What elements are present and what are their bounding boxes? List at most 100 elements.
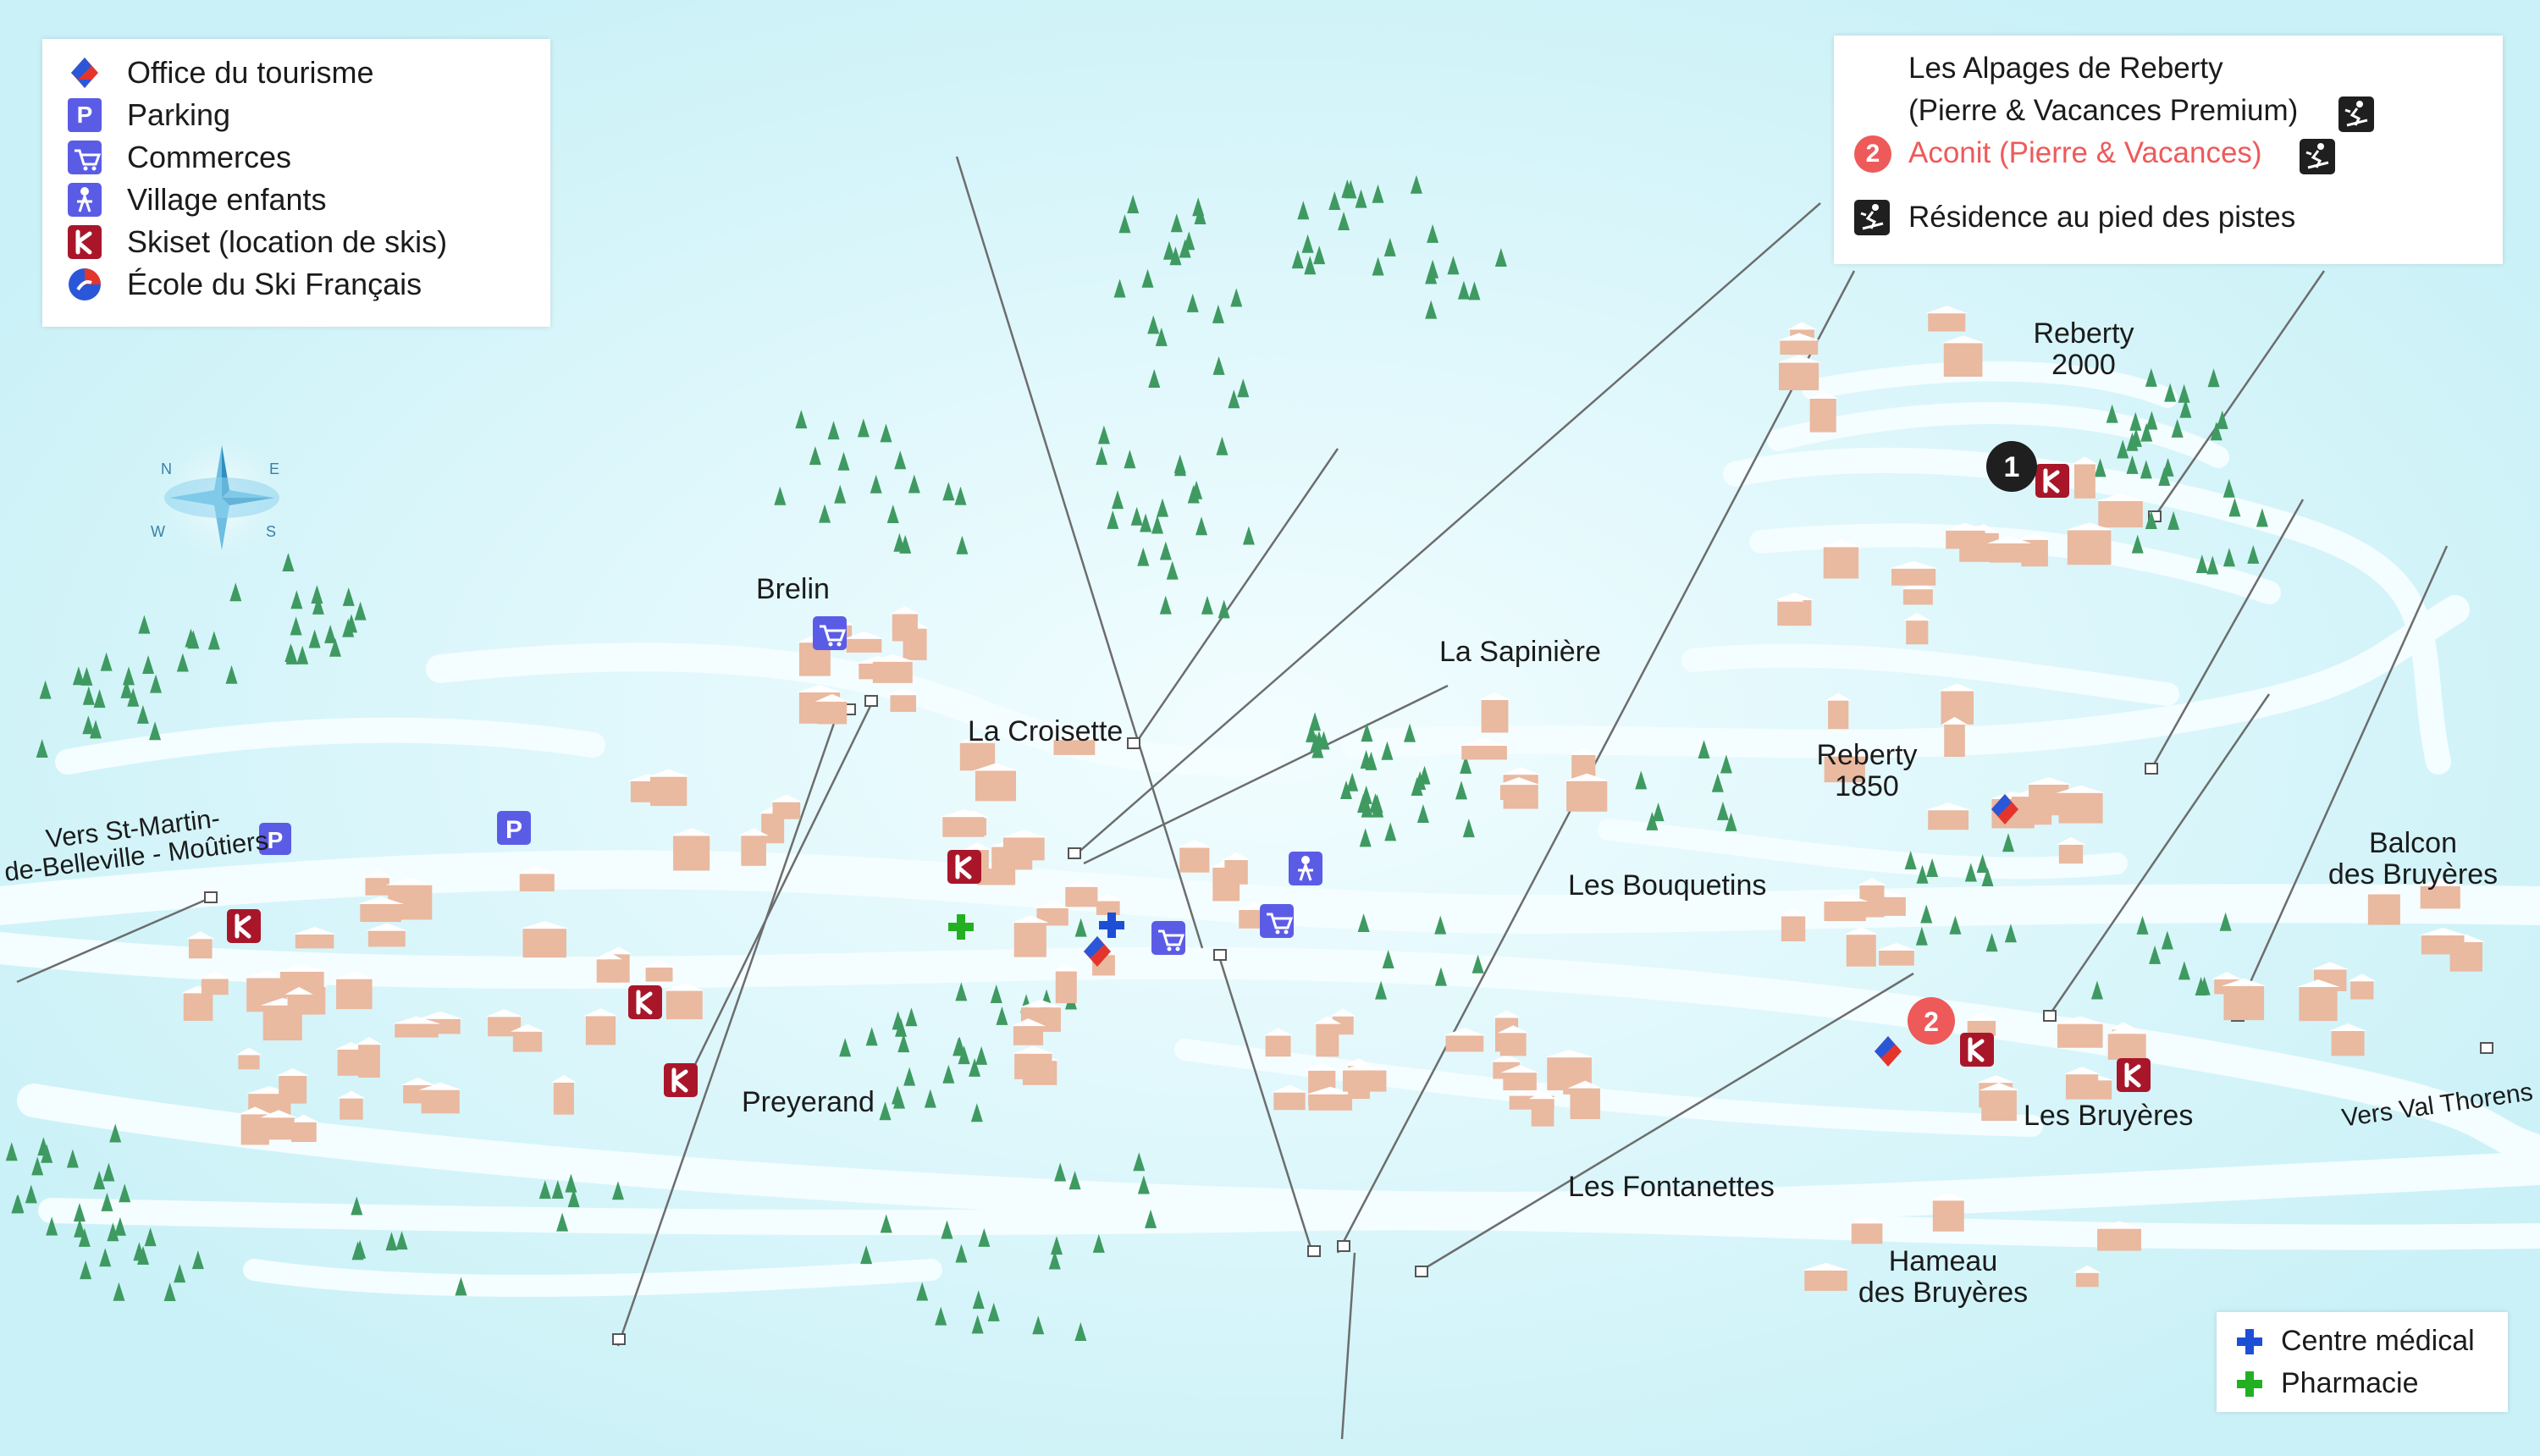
tree xyxy=(551,1179,564,1199)
chalet xyxy=(1567,1080,1603,1120)
chalet xyxy=(1000,830,1047,861)
tree xyxy=(66,1149,79,1168)
tree xyxy=(225,665,238,684)
chalet xyxy=(284,986,313,1015)
tree xyxy=(892,1085,904,1105)
tree xyxy=(1360,749,1372,769)
tree xyxy=(2207,368,2220,388)
chalet xyxy=(510,1023,545,1052)
tree xyxy=(1179,239,1191,258)
tree xyxy=(886,505,899,524)
tree xyxy=(1155,327,1168,346)
legend-label: Skiset (location de skis) xyxy=(127,224,448,259)
tree xyxy=(290,590,303,609)
tree xyxy=(857,418,870,438)
kids-village-icon[interactable] xyxy=(1289,852,1322,885)
tree xyxy=(1915,926,1928,946)
tree xyxy=(834,484,847,504)
tree xyxy=(1382,949,1394,968)
tree xyxy=(897,1034,910,1053)
tree xyxy=(556,1212,569,1232)
place-la-croisette: La Croisette xyxy=(968,715,1124,747)
tree xyxy=(150,674,163,693)
residence-2-marker[interactable]: 2 xyxy=(1908,997,1955,1045)
legend-item-kids: Village enfants xyxy=(66,181,327,218)
skiset-icon[interactable] xyxy=(628,985,662,1019)
skiset-icon[interactable] xyxy=(947,850,981,884)
compass-e: E xyxy=(269,461,279,477)
tree xyxy=(342,618,355,637)
skiset-icon[interactable] xyxy=(227,909,261,943)
chalet xyxy=(292,926,337,949)
skiset-icon[interactable] xyxy=(2035,464,2069,498)
shopping-cart-icon[interactable] xyxy=(813,616,847,650)
parking-marker[interactable]: P xyxy=(259,823,291,855)
tree xyxy=(1306,723,1318,742)
tree xyxy=(1357,913,1370,932)
chalet xyxy=(1063,879,1101,907)
map-markers: P P 1 2 xyxy=(227,441,2151,1097)
tree xyxy=(385,1232,398,1251)
residence-1-line2: (Pierre & Vacances Premium) xyxy=(1908,94,2299,127)
residence-1-marker[interactable]: 1 xyxy=(1986,441,2037,492)
tourism-office-icon[interactable] xyxy=(1875,1036,1902,1067)
tree xyxy=(975,1045,988,1065)
tree xyxy=(1157,498,1169,517)
forest xyxy=(5,174,2268,1342)
parking-icon: P xyxy=(66,97,103,134)
tree xyxy=(941,1220,953,1239)
tree xyxy=(971,1315,984,1334)
chalet xyxy=(276,1068,310,1104)
chalet xyxy=(2096,493,2145,528)
tree xyxy=(880,423,892,443)
skiset-icon[interactable] xyxy=(2117,1058,2151,1092)
reberty-2000-line1: Reberty xyxy=(2033,317,2134,350)
tree xyxy=(2162,457,2174,477)
tree xyxy=(113,1282,125,1301)
chalet xyxy=(2056,785,2106,824)
tree xyxy=(2222,478,2235,498)
tree xyxy=(1434,915,1447,935)
tree xyxy=(954,486,967,505)
shopping-cart-icon[interactable] xyxy=(1260,904,1294,938)
skiset-icon[interactable] xyxy=(1960,1033,1994,1067)
chalet xyxy=(2418,928,2467,955)
tree xyxy=(1976,854,1989,874)
place-les-bruyeres: Les Bruyères xyxy=(2024,1100,2194,1132)
tourism-office-icon[interactable] xyxy=(1084,936,1111,967)
tree xyxy=(2145,510,2157,530)
chalet xyxy=(2105,1026,2149,1060)
medical-cross-icon[interactable] xyxy=(1099,913,1124,938)
tree xyxy=(880,1214,892,1233)
parking-marker[interactable]: P xyxy=(497,811,531,845)
chalet xyxy=(1843,927,1879,967)
tourism-office-icon[interactable] xyxy=(1991,794,2018,825)
legend-item-esf: École du Ski Français xyxy=(66,266,422,303)
tree xyxy=(1097,425,1110,444)
pharmacy-cross-icon[interactable] xyxy=(948,914,974,940)
tree xyxy=(2178,383,2190,403)
tree xyxy=(163,1282,176,1301)
reberty-1850-line1: Reberty xyxy=(1816,739,1918,771)
tree xyxy=(1425,300,1438,319)
tree xyxy=(1926,858,1939,877)
tree xyxy=(1410,174,1422,194)
skiset-icon[interactable] xyxy=(664,1063,698,1097)
chalet xyxy=(2348,973,2377,1000)
tree xyxy=(1124,449,1136,469)
chalet xyxy=(1821,893,1869,922)
ski-in-label: Résidence au pied des pistes xyxy=(1908,201,2296,234)
tree xyxy=(879,1101,892,1121)
tree xyxy=(1162,240,1175,260)
tree xyxy=(36,738,48,758)
tourism-office-icon xyxy=(66,54,103,91)
hameau-line2: des Bruyères xyxy=(1858,1276,2029,1309)
shopping-cart-icon[interactable] xyxy=(1151,921,1185,955)
tree xyxy=(819,504,831,523)
chalet xyxy=(1825,692,1852,730)
chalet xyxy=(235,1047,262,1070)
chalet xyxy=(1497,777,1540,801)
tree xyxy=(1133,1152,1146,1172)
tree xyxy=(12,1194,25,1213)
ski-in-icon xyxy=(2300,139,2335,179)
